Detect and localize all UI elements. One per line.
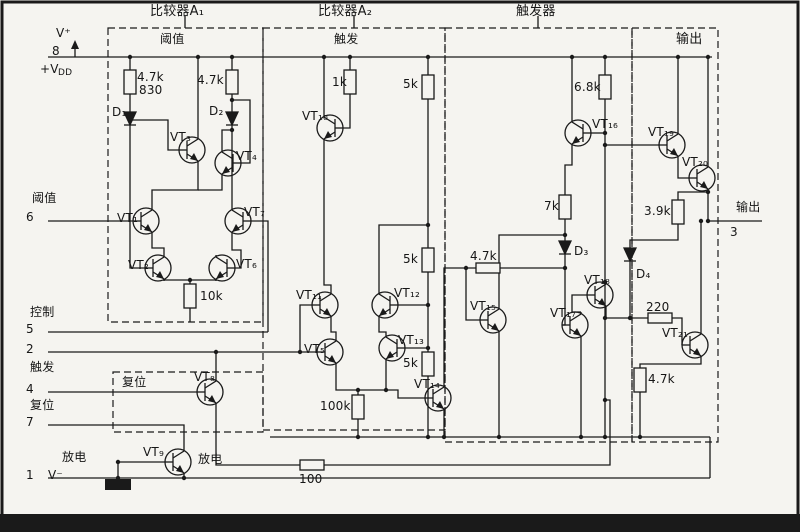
r-4k7-a-symbol (123, 69, 137, 95)
section-output (631, 27, 719, 443)
vt16-symbol (564, 119, 592, 147)
misc-symbols (71, 40, 131, 490)
r-100k-symbol (351, 394, 365, 420)
vt17-symbol (561, 311, 589, 339)
vt3-symbol (178, 136, 206, 164)
r-4k7-mid-symbol (475, 262, 501, 274)
d2-symbol (224, 111, 240, 127)
d3-symbol (557, 240, 573, 256)
vt5-symbol (316, 338, 344, 366)
section-boxes (107, 27, 719, 443)
vt14-symbol (424, 384, 452, 412)
vt12-symbol (371, 291, 399, 319)
vt7-symbol (224, 207, 252, 235)
vt4-symbol (214, 149, 242, 177)
r-4k7-out-symbol (633, 367, 647, 393)
vt18-symbol (586, 281, 614, 309)
vt2-symbol (144, 254, 172, 282)
vt11-symbol (311, 291, 339, 319)
vt6-symbol (208, 254, 236, 282)
vplus-arrow-icon (71, 40, 79, 49)
vt15-symbol (479, 306, 507, 334)
vt21-symbol (681, 331, 709, 359)
junction-dots (115, 54, 711, 481)
r-1k-symbol (343, 69, 357, 95)
transistors-layer (132, 114, 716, 476)
r-3k9-symbol (671, 199, 685, 225)
ground-symbol (105, 479, 131, 490)
vt13-symbol (378, 334, 406, 362)
vt20-symbol (688, 164, 716, 192)
resistors-layer (123, 69, 685, 471)
r-10k-symbol (183, 283, 197, 309)
d4-symbol (622, 247, 638, 263)
r-5k-top-symbol (421, 74, 435, 100)
r-5k-mid-symbol (421, 247, 435, 273)
r-100-symbol (299, 459, 325, 471)
vt10-symbol (316, 114, 344, 142)
r-6k8-symbol (598, 74, 612, 100)
section-reset (112, 371, 264, 433)
vt19-symbol (658, 131, 686, 159)
r-5k-bot-symbol (421, 351, 435, 377)
r-7k-symbol (558, 194, 572, 220)
r-220-symbol (647, 312, 673, 324)
vt8-symbol (196, 378, 224, 406)
vt1-symbol (132, 207, 160, 235)
vt9-symbol (164, 448, 192, 476)
r-4k7-b-symbol (225, 69, 239, 95)
wires-layer (48, 16, 762, 479)
